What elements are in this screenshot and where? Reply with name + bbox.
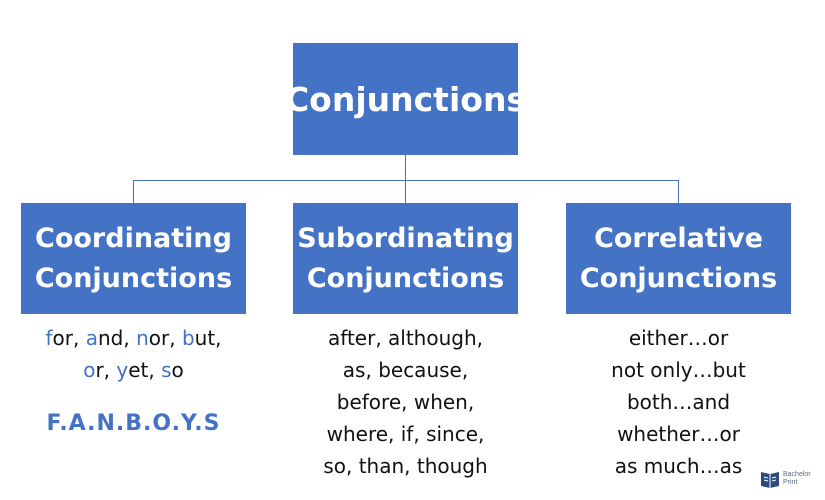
example-line: as, because, <box>342 358 469 382</box>
logo-text-line2: Print <box>783 479 798 486</box>
fanboys-mnemonic: F.A.N.B.O.Y.S <box>46 411 221 436</box>
node-coordinating: Coordinating Conjunctions <box>21 203 246 314</box>
word-rest: or, <box>52 326 80 350</box>
word-rest: r, <box>95 358 111 382</box>
coordinating-examples: for, and, nor, but, or, yet, so F.A.N.B.… <box>21 322 246 440</box>
word-initial: b <box>181 326 195 350</box>
example-word: and, <box>86 326 130 350</box>
word-initial: s <box>161 358 172 382</box>
example-word: yet, <box>116 358 154 382</box>
correlative-examples: either…or not only…but both…and whether…… <box>566 322 791 482</box>
node-subordinating: Subordinating Conjunctions <box>293 203 518 314</box>
bachelorprint-logo: Bachelor Print <box>760 470 811 488</box>
example-line: or, yet, so <box>21 354 246 386</box>
connector-drop-subordinating <box>405 180 406 203</box>
node-title-line2: Conjunctions <box>579 262 778 294</box>
example-word: for, <box>45 326 79 350</box>
connector-drop-coordinating <box>133 180 134 203</box>
example-line: where, if, since, <box>326 422 485 446</box>
subordinating-examples: after, although, as, because, before, wh… <box>293 322 518 482</box>
logo-text: Bachelor Print <box>783 471 811 487</box>
logo-text-line1: Bachelor <box>783 471 811 478</box>
node-title-line2: Conjunctions <box>306 262 505 294</box>
connector-drop-correlative <box>678 180 679 203</box>
word-rest: ut, <box>194 326 222 350</box>
example-line: not only…but <box>611 358 746 382</box>
connector-stem <box>405 155 406 180</box>
word-rest: o <box>171 358 184 382</box>
example-line: after, although, <box>328 326 483 350</box>
example-word: nor, <box>136 326 176 350</box>
word-rest: nd, <box>97 326 130 350</box>
word-initial: o <box>83 358 96 382</box>
example-line: so, than, though <box>323 454 488 478</box>
example-word: but, <box>182 326 222 350</box>
word-rest: et, <box>128 358 155 382</box>
root-node: Conjunctions <box>285 43 526 155</box>
root-node-label: Conjunctions <box>284 79 527 119</box>
example-line: for, and, nor, but, <box>21 322 246 354</box>
book-logo-icon <box>761 472 779 488</box>
word-rest: or, <box>148 326 176 350</box>
connector-bar <box>133 180 679 181</box>
example-line: either…or <box>628 326 729 350</box>
example-word: so <box>161 358 184 382</box>
example-line: before, when, <box>336 390 475 414</box>
node-title-line1: Correlative <box>594 222 763 254</box>
word-initial: a <box>85 326 98 350</box>
node-title-line1: Subordinating <box>297 222 514 254</box>
example-line: as much…as <box>614 454 743 478</box>
word-initial: n <box>136 326 149 350</box>
example-line: both…and <box>626 390 731 414</box>
example-line: whether…or <box>617 422 740 446</box>
node-title-line1: Coordinating <box>35 222 232 254</box>
node-title-line2: Conjunctions <box>34 262 233 294</box>
example-word: or, <box>83 358 110 382</box>
word-initial: f <box>45 326 53 350</box>
node-correlative: Correlative Conjunctions <box>566 203 791 314</box>
word-initial: y <box>116 358 129 382</box>
